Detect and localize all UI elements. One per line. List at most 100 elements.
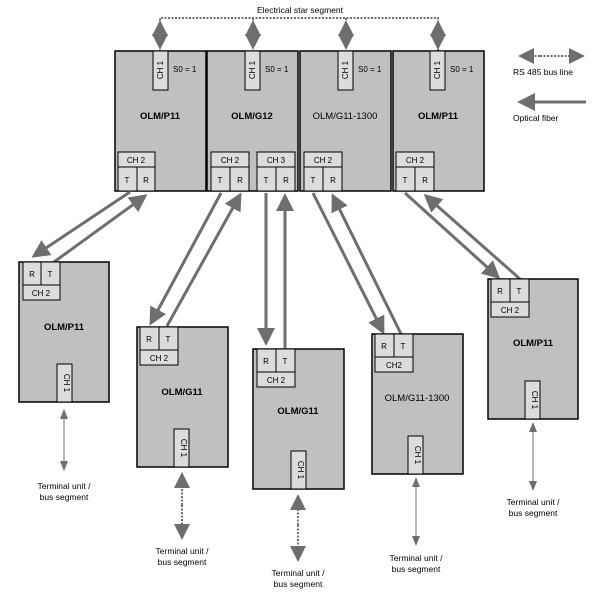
legend-rs485-label: RS 485 bus line [513,67,573,77]
r-port [414,166,435,192]
bottom-module-2[interactable]: R T CH 2 OLM/G11 CH 1 [136,326,229,468]
legend-fiber-label: Optical fiber [513,113,559,123]
fiber-rx-5 [423,194,521,281]
top-module-1[interactable]: CH 1 S0 = 1 OLM/P11 CH 2 T R [114,50,207,192]
r-port [229,166,250,192]
terminal-label-4-line2: bus segment [392,564,441,574]
ch1-label: CH 1 [156,60,165,79]
r-port [136,166,156,192]
t-label: T [311,176,316,185]
top-module-4[interactable]: CH 1 S0 = 1 OLM/P11 CH 2 T R [392,50,485,192]
fiber-tx-4 [311,192,385,335]
module-name: OLM/P11 [418,111,459,122]
t-label: T [401,342,406,351]
r-label-ch3: R [283,176,289,185]
top-module-3[interactable]: CH 1 S0 = 1 OLM/G11-1300 CH 2 T R [299,50,392,192]
ch2-label: CH 2 [314,156,333,165]
terminal-labels: Terminal unit / bus segment Terminal uni… [38,481,561,589]
legend: RS 485 bus line Optical fiber [513,48,586,123]
r-label: R [330,176,336,185]
ch1-label: CH 1 [296,461,305,480]
s0-setting: S0 = 1 [265,65,289,74]
ch1-label: CH 1 [530,391,539,410]
fiber-rx-4 [331,193,404,337]
r-label: R [497,287,503,296]
ch2-port [22,284,61,301]
module-name: OLM/G12 [231,111,273,122]
r-label: R [381,342,387,351]
terminal-label-4-line1: Terminal unit / [390,553,444,563]
bottom-module-1[interactable]: R T CH 2 OLM/P11 CH 1 [18,261,110,403]
r-label: R [29,270,35,279]
ch1-label: CH 1 [248,60,257,79]
star-segment-title: Electrical star segment [257,5,344,15]
fiber-rx-1 [53,194,148,264]
r-label: R [237,176,243,185]
module-name: OLM/P11 [140,111,181,122]
ch2-label: CH 2 [267,376,286,385]
ch2-label: CH 2 [150,354,169,363]
top-module-2[interactable]: CH 1 S0 = 1 OLM/G12 CH 2 T R CH 3 T R [206,50,299,192]
ch1-label: CH 1 [433,60,442,79]
electrical-star-bus [152,17,446,52]
t-label: T [48,270,53,279]
ch2-label: CH 2 [221,156,240,165]
fiber-tx-5 [403,191,501,280]
ch2-label: CH 2 [127,156,146,165]
bottom-module-5[interactable]: R T CH 2 OLM/P11 CH 1 [487,278,579,420]
ch1-port [173,428,190,468]
terminal-label-1-line2: bus segment [40,492,89,502]
ch1-port [244,50,261,91]
module-name: OLM/G11 [161,387,203,398]
t-label: T [283,357,288,366]
t-label: T [166,335,171,344]
terminal-label-2-line2: bus segment [158,557,207,567]
fiber-tx-1 [31,190,131,258]
fiber-rx-2 [165,192,242,327]
terminal-connections [60,409,537,562]
ch1-port [407,435,424,475]
ch1-port [56,363,73,403]
ch2-label: CH2 [386,361,403,370]
module-name: OLM/G11-1300 [313,111,378,122]
terminal-label-3-line1: Terminal unit / [272,568,326,578]
terminal-label-3-line2: bus segment [274,579,323,589]
fiber-tx-2 [149,192,223,326]
t-label: T [125,176,130,185]
ch2-label: CH 2 [32,289,51,298]
t-label: T [218,176,223,185]
ch1-label: CH 1 [413,446,422,465]
bottom-module-3[interactable]: R T CH 2 OLM/G11 CH 1 [252,348,345,490]
ch2-port [374,356,414,373]
module-name: OLM/G11 [277,406,319,417]
star-bus-line [159,17,439,52]
module-name: OLM/P11 [513,338,554,349]
terminal-label-1-line1: Terminal unit / [38,481,92,491]
terminal-label-5-line1: Terminal unit / [507,497,561,507]
r-label: R [263,357,269,366]
ch1-port [337,50,354,91]
terminal-label-2-line1: Terminal unit / [156,546,210,556]
ch3-label: CH 3 [267,156,286,165]
optical-fibers [31,190,521,348]
module-name: OLM/G11-1300 [385,393,450,404]
r-label: R [146,335,152,344]
t-label: T [403,176,408,185]
s0-setting: S0 = 1 [450,65,474,74]
r-port-ch3 [275,166,296,192]
t-label: T [517,287,522,296]
ch1-label: CH 1 [62,374,71,393]
terminal-label-5-line2: bus segment [509,508,558,518]
ch1-port [290,450,307,490]
ch2-label: CH 2 [501,306,520,315]
s0-setting: S0 = 1 [173,65,197,74]
ch1-label: CH 1 [341,60,350,79]
r-label: R [143,176,149,185]
s0-setting: S0 = 1 [358,65,382,74]
ch2-port [490,301,530,318]
r-label: R [422,176,428,185]
bottom-module-4[interactable]: R T CH2 OLM/G11-1300 CH 1 [371,333,464,475]
ch1-port [524,380,541,420]
ch2-port [139,349,179,366]
